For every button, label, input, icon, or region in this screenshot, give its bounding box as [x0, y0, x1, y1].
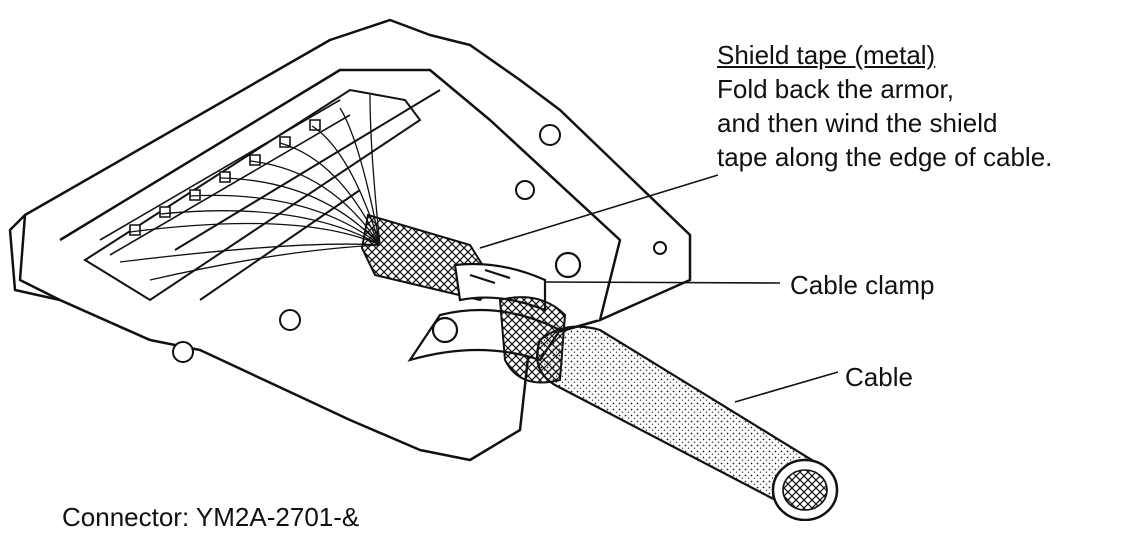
leader-cable: [734, 371, 839, 403]
connector-label: Connector: YM2A-2701-&: [62, 502, 360, 532]
cable: [536, 325, 839, 521]
screws: [172, 124, 667, 363]
pin-row: [99, 99, 351, 256]
leader-shield-tape: [479, 174, 719, 249]
inner-frame: [83, 88, 441, 302]
shield-tape-callout: Shield tape (metal) Fold back the armor,…: [717, 38, 1052, 174]
shield-tape-line-2: and then wind the shield: [717, 108, 998, 138]
leader-lines: [479, 174, 839, 403]
leader-cable-clamp: [544, 281, 781, 284]
cable-label: Cable: [845, 362, 913, 392]
shield-tape-line-1: Fold back the armor,: [717, 74, 954, 104]
shield-tape-line-3: tape along the edge of cable.: [717, 142, 1053, 172]
shield-tape-title: Shield tape (metal): [717, 40, 936, 70]
cable-clamp-label: Cable clamp: [790, 270, 935, 300]
connector-diagram: [8, 18, 839, 521]
